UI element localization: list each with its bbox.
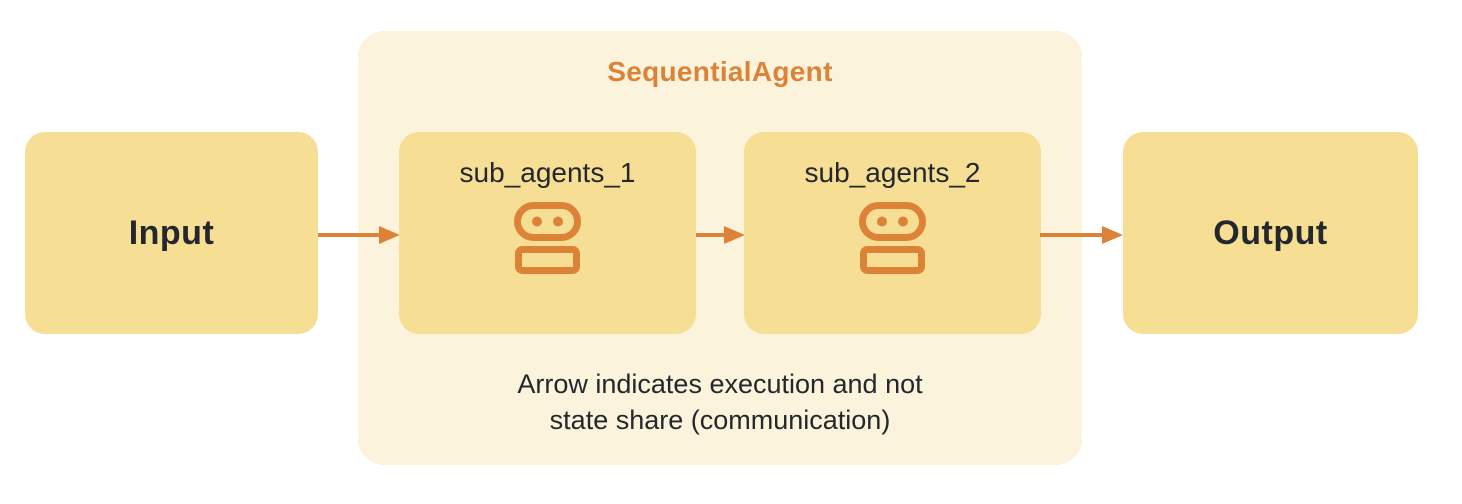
arrow-input-to-sub1 bbox=[318, 226, 400, 244]
sub-agent-1-label: sub_agents_1 bbox=[459, 157, 636, 188]
output-label: Output bbox=[1213, 213, 1328, 252]
sequential-agent-title: SequentialAgent bbox=[607, 56, 833, 87]
caption: Arrow indicates execution and not state … bbox=[358, 366, 1082, 438]
arrow-shaft bbox=[318, 233, 379, 237]
output-node: Output bbox=[1123, 132, 1418, 334]
arrow-sub2-to-output bbox=[1040, 226, 1123, 244]
arrowhead-icon bbox=[1102, 226, 1123, 244]
sub-agent-1-node: sub_agents_1 bbox=[399, 132, 696, 334]
caption-line-1: Arrow indicates execution and not bbox=[517, 369, 923, 399]
sub-agent-2-node: sub_agents_2 bbox=[744, 132, 1041, 334]
arrow-shaft bbox=[1040, 233, 1102, 237]
arrowhead-icon bbox=[724, 226, 745, 244]
input-label: Input bbox=[128, 213, 215, 252]
arrow-sub1-to-sub2 bbox=[696, 226, 745, 244]
caption-line-2: state share (communication) bbox=[549, 405, 891, 435]
input-node: Input bbox=[25, 132, 318, 334]
robot-icon bbox=[514, 202, 581, 274]
arrowhead-icon bbox=[379, 226, 400, 244]
robot-icon bbox=[859, 202, 926, 274]
sub-agent-2-label: sub_agents_2 bbox=[804, 157, 981, 188]
arrow-shaft bbox=[696, 233, 724, 237]
